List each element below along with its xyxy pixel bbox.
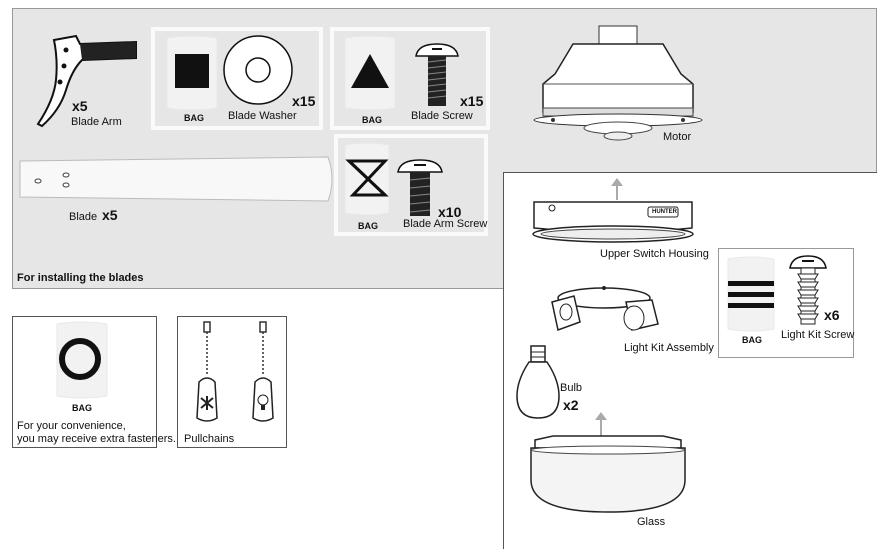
motor-icon <box>533 25 703 141</box>
washer-bag-icon <box>166 35 218 111</box>
extras-note-line2: you may receive extra fasteners. <box>17 433 176 445</box>
blade-arm-icon <box>36 34 137 128</box>
light-kit-screw-bag-label: BAG <box>742 335 762 345</box>
blade-arm-qty: x5 <box>72 98 88 114</box>
screw-icon <box>415 43 459 106</box>
pullchains-label: Pullchains <box>184 433 235 445</box>
arrow-up-icon-2 <box>595 412 607 436</box>
screw-bag-icon <box>344 35 396 111</box>
bulb-qty: x2 <box>563 397 579 413</box>
hunter-brand-label: HUNTER <box>652 209 677 215</box>
glass-icon <box>530 435 686 513</box>
glass-label: Glass <box>637 516 666 528</box>
blade-icon <box>19 156 333 202</box>
blade-washer-qty: x15 <box>292 93 316 109</box>
o-ring-icon <box>59 338 101 380</box>
bulb-label: Bulb <box>560 382 583 394</box>
light-kit-assembly-label: Light Kit Assembly <box>624 342 714 354</box>
blade-arm-label: Blade Arm <box>71 116 122 128</box>
arm-screw-icon <box>397 159 443 216</box>
light-kit-screw-bag-icon <box>727 256 775 332</box>
upper-switch-housing-label: Upper Switch Housing <box>600 248 709 260</box>
blade-arm-screw-label: Blade Arm Screw <box>403 218 488 230</box>
blade-arm-screw-box <box>334 134 488 236</box>
blade-screw-label: Blade Screw <box>411 110 473 122</box>
light-kit-assembly-icon <box>551 286 659 331</box>
light-kit-screw-label: Light Kit Screw <box>781 329 855 341</box>
blade-qty: x5 <box>102 207 118 223</box>
motor-label: Motor <box>663 131 692 143</box>
pullchain-icon <box>196 321 274 422</box>
blade-screw-qty: x15 <box>460 93 484 109</box>
upper-switch-housing-icon <box>532 201 694 243</box>
extras-bag-label: BAG <box>72 403 92 413</box>
washer-icon <box>223 35 293 105</box>
blade-arm-screw-qty: x10 <box>438 204 462 220</box>
blade-screw-box <box>330 27 490 130</box>
blade-washer-label: Blade Washer <box>228 110 297 122</box>
blade-washer-box <box>151 27 323 130</box>
arm-screw-bag-icon <box>344 142 390 216</box>
blade-label: Blade <box>69 211 98 223</box>
bulb-icon <box>516 345 560 419</box>
arm-screw-bag-label: BAG <box>358 221 378 231</box>
arrow-up-icon <box>611 178 623 200</box>
extras-note-line1: For your convenience, <box>17 420 126 432</box>
blades-caption: For installing the blades <box>17 272 144 284</box>
light-kit-screw-icon <box>789 255 827 325</box>
light-kit-screw-qty: x6 <box>824 307 840 323</box>
screw-bag-label: BAG <box>362 115 382 125</box>
washer-bag-label: BAG <box>184 113 204 123</box>
